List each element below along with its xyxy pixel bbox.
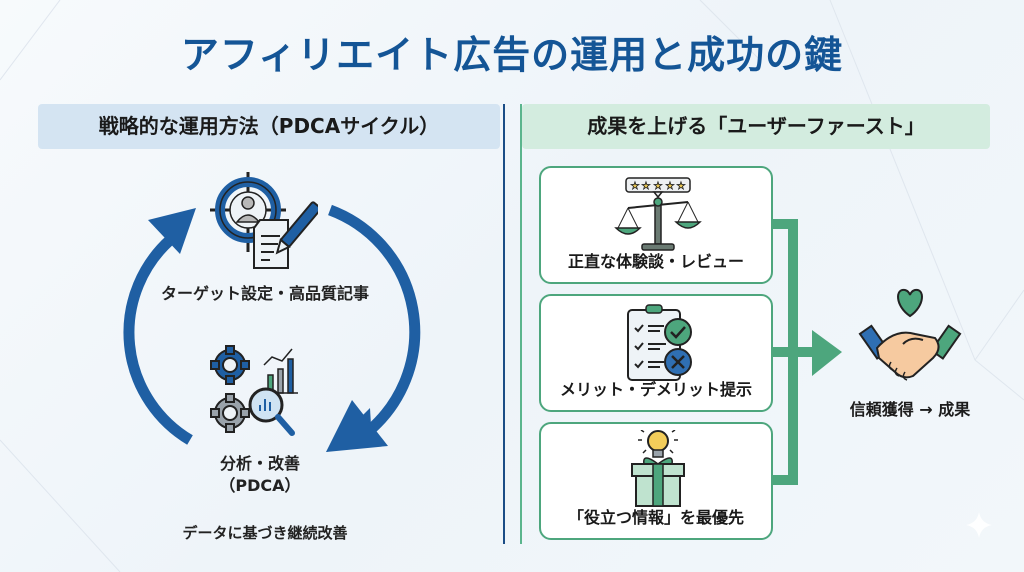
cycle-footer-note: データに基づき継続改善 <box>182 524 348 542</box>
handshake-heart-icon <box>858 288 962 381</box>
card-label-pros-cons: メリット・デメリット提示 <box>559 380 752 399</box>
section-header-strategy: 戦略的な運用方法（PDCAサイクル） <box>38 104 500 149</box>
lightbulb-gift-icon <box>631 430 685 507</box>
scale-review-stars-icon: ★★★★★ <box>614 177 702 251</box>
card-useful-info: 「役立つ情報」を最優先 <box>539 422 773 540</box>
svg-text:★: ★ <box>666 181 675 192</box>
cycle-arrowhead-down <box>326 408 372 452</box>
card-honest-review: ★★★★★ 正直な体験談・レビュー <box>539 166 773 284</box>
arrow-to-result <box>812 330 842 376</box>
svg-text:★: ★ <box>631 181 640 192</box>
divider-right <box>520 104 522 544</box>
section-header-user-first: 成果を上げる「ユーザーファースト」 <box>522 104 990 149</box>
gears-analytics-magnifier-icon <box>210 345 298 436</box>
svg-text:★: ★ <box>677 181 686 192</box>
clipboard-check-cross-icon <box>627 304 692 381</box>
card-label-useful-info: 「役立つ情報」を最優先 <box>567 508 744 527</box>
cycle-arrowhead-up <box>148 208 196 254</box>
divider-left <box>503 104 505 544</box>
step-label-analysis-line2: （PDCA） <box>219 476 301 495</box>
step-label-analysis: 分析・改善 （PDCA） <box>190 453 330 497</box>
svg-text:★: ★ <box>654 181 663 192</box>
cycle-arrow-up <box>123 235 193 445</box>
card-pros-cons: メリット・デメリット提示 <box>539 294 773 412</box>
page-title: アフィリエイト広告の運用と成功の鍵 <box>180 33 844 77</box>
bracket-line <box>773 219 798 485</box>
target-user-document-icon <box>210 172 318 269</box>
result-label: 信頼獲得 → 成果 <box>849 400 971 419</box>
cycle-arrow-down <box>328 204 421 435</box>
svg-text:★: ★ <box>642 181 651 192</box>
card-label-honest-review: 正直な体験談・レビュー <box>567 252 744 271</box>
step-label-target: ターゲット設定・高品質記事 <box>160 284 369 303</box>
sparkle-icon <box>966 512 992 538</box>
step-label-analysis-line1: 分析・改善 <box>219 454 300 473</box>
